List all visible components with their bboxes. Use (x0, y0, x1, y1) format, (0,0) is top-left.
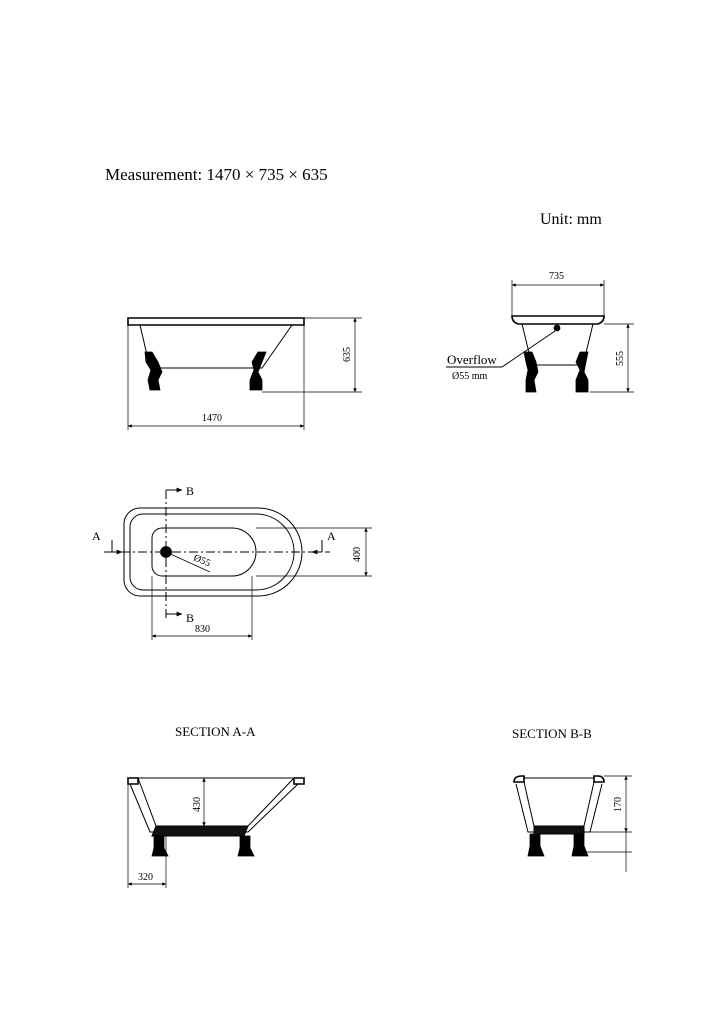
section-bb-title: SECTION B-B (512, 726, 592, 741)
section-aa-left-foot (151, 835, 169, 857)
measurement-title: Measurement: 1470 × 735 × 635 (105, 165, 328, 184)
front-length-label: 1470 (202, 413, 222, 424)
side-view: 735 555 Overflow Ø55 mm (446, 271, 634, 393)
section-bb-right-foot (571, 833, 589, 857)
side-view-body (521, 323, 594, 366)
section-aa-title: SECTION A-A (175, 724, 256, 739)
front-view-rim (127, 317, 305, 326)
side-view-rim (511, 315, 605, 325)
section-aa: SECTION A-A 430 320 (127, 724, 305, 888)
overflow-leader (501, 330, 556, 368)
top-view-outline (123, 507, 303, 597)
section-bb-left-foot (527, 833, 545, 857)
section-b-top-label: B (186, 484, 194, 498)
top-view-rim-inner (129, 513, 295, 591)
front-left-foot (144, 351, 163, 391)
section-aa-floor (151, 825, 249, 837)
section-a-right-label: A (327, 529, 336, 543)
overflow-label: Overflow (447, 352, 497, 367)
front-height-label: 635 (342, 347, 353, 362)
side-height-label: 555 (615, 351, 626, 366)
basin-length-label: 830 (195, 624, 210, 635)
front-right-foot (249, 351, 267, 391)
basin-width-label: 400 (352, 547, 363, 562)
section-bb-floor (533, 825, 585, 835)
section-aa-inner (137, 777, 295, 827)
unit-label: Unit: mm (540, 211, 602, 228)
section-b-bottom-label: B (186, 611, 194, 625)
top-view-basin (151, 527, 257, 577)
section-aa-offset-label: 320 (138, 872, 153, 883)
drain-label: Ø55 (192, 553, 212, 570)
section-bb: SECTION B-B 170 (512, 726, 632, 872)
front-view-body (139, 324, 293, 369)
section-a-left-label: A (92, 529, 101, 543)
overflow-hole (553, 324, 561, 332)
overflow-size: Ø55 mm (452, 371, 488, 382)
side-left-foot (523, 351, 539, 393)
section-bb-outer (515, 783, 603, 833)
top-view: Ø55 A A B B 400 830 (92, 484, 372, 640)
section-aa-right-foot (237, 835, 255, 857)
section-bb-depth-label: 170 (613, 797, 624, 812)
side-right-foot (575, 351, 589, 393)
section-aa-depth-label: 430 (192, 797, 203, 812)
section-bb-inner (523, 781, 595, 827)
front-view: 635 1470 (127, 317, 362, 430)
side-width-label: 735 (549, 271, 564, 282)
